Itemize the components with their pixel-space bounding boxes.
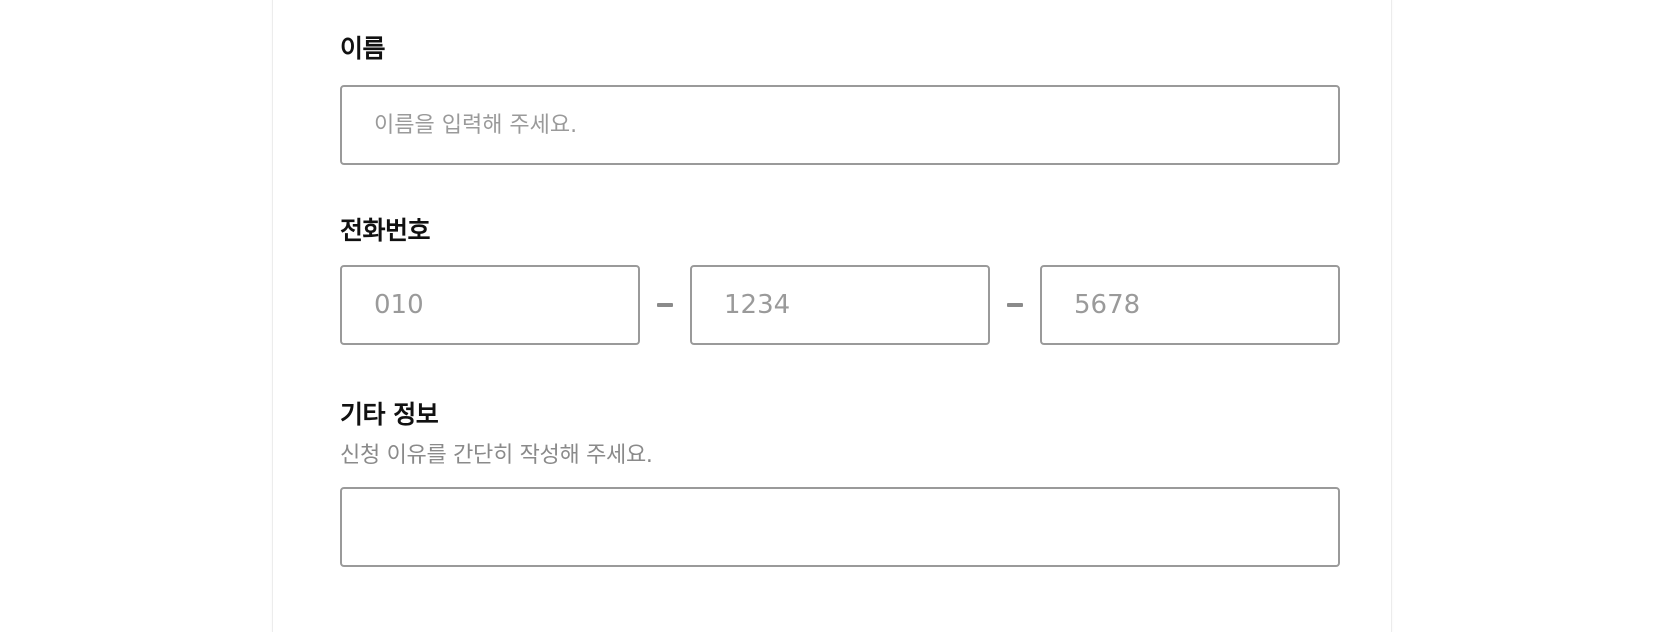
phone-input-part2[interactable] bbox=[690, 265, 990, 345]
dash-icon bbox=[657, 303, 673, 307]
phone-input-part3[interactable] bbox=[1040, 265, 1340, 345]
other-info-label: 기타 정보 bbox=[340, 400, 439, 429]
dash-icon bbox=[1007, 303, 1023, 307]
other-info-description: 신청 이유를 간단히 작성해 주세요. bbox=[340, 443, 653, 468]
phone-label: 전화번호 bbox=[340, 216, 431, 245]
name-input[interactable] bbox=[340, 85, 1340, 165]
name-label: 이름 bbox=[340, 34, 386, 63]
phone-input-part1[interactable] bbox=[340, 265, 640, 345]
other-info-input[interactable] bbox=[340, 487, 1340, 567]
